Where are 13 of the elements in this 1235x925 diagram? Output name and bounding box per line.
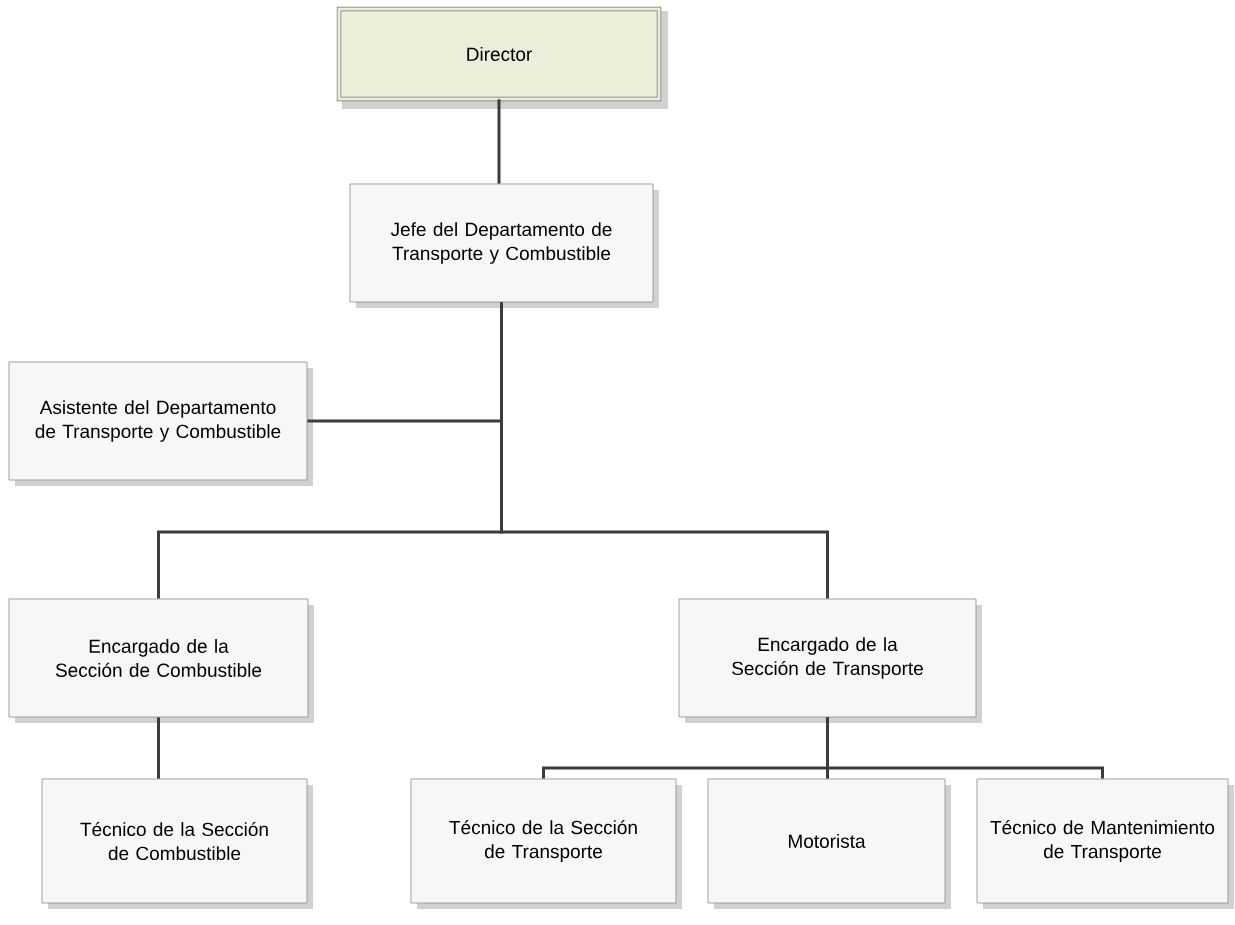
position-box: Asistente del Departamento de Transporte y Combustible [8, 361, 313, 486]
connector-line [826, 717, 1104, 779]
position-box: Técnico de la Sección de Transporte [410, 778, 682, 909]
position-box: Técnico de Mantenimiento de Transporte [976, 778, 1234, 909]
position-box: Técnico de la Sección de Combustible [41, 778, 313, 909]
connector-line [497, 99, 501, 184]
connector-line [500, 302, 829, 599]
connector-line [157, 717, 160, 779]
position-box: Encargado de la Sección de Transporte [678, 598, 982, 723]
position-box: Encargado de la Sección de Combustible [8, 598, 314, 723]
position-box: Motorista [707, 778, 951, 909]
position-box: Jefe del Departamento de Transporte y Combustible [349, 183, 659, 308]
director-box: Director [336, 6, 668, 109]
